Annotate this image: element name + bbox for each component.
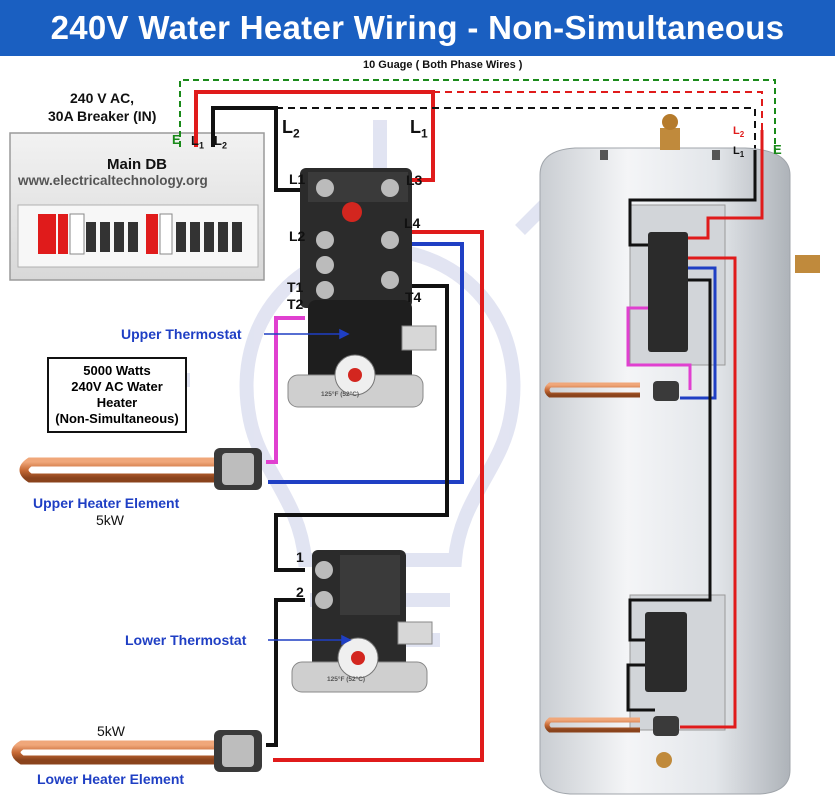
terminal-t2: T2 bbox=[287, 296, 304, 312]
db-terminal-e: E bbox=[172, 132, 181, 147]
wire-label-l1: L1 bbox=[410, 117, 428, 141]
supply-wires bbox=[179, 79, 776, 192]
upper-thermostat bbox=[287, 168, 437, 408]
info-line-2: 240V AC Water bbox=[71, 379, 163, 394]
lower-terminal-2: 2 bbox=[296, 584, 304, 600]
info-line-3: Heater bbox=[96, 395, 138, 410]
page-title: 240V Water Heater Wiring - Non-Simultane… bbox=[50, 9, 785, 46]
terminal-l1: L1 bbox=[289, 171, 306, 187]
info-box: 5000 Watts 240V AC Water Heater (Non-Sim… bbox=[47, 357, 187, 433]
lower-thermostat-label: Lower Thermostat bbox=[125, 632, 247, 648]
db-terminal-l1: L1 bbox=[191, 133, 204, 151]
tank-label-l1: L1 bbox=[733, 145, 745, 160]
breaker-line-1: 240 V AC, bbox=[70, 90, 135, 106]
tank-label-e: E bbox=[773, 142, 782, 157]
terminal-t4: T4 bbox=[405, 289, 422, 305]
upper-thermostat-wires bbox=[266, 230, 484, 762]
upper-element-label: Upper Heater Element bbox=[33, 495, 180, 511]
terminal-l3: L3 bbox=[406, 172, 423, 188]
lower-element-label: Lower Heater Element bbox=[37, 771, 185, 787]
terminal-t1: T1 bbox=[287, 279, 304, 295]
main-db-panel bbox=[9, 132, 265, 281]
tank-label-l2: L2 bbox=[733, 125, 745, 140]
breaker-line-2: 30A Breaker (IN) bbox=[48, 108, 157, 124]
db-terminal-l2: L2 bbox=[214, 133, 227, 151]
lower-element-power: 5kW bbox=[97, 723, 125, 739]
lower-thermostat bbox=[291, 550, 433, 693]
label-pointers bbox=[264, 328, 352, 646]
website-label: www.electricaltechnology.org bbox=[18, 173, 208, 188]
wire-gauge-note: 10 Guage ( Both Phase Wires ) bbox=[363, 59, 523, 71]
terminal-l2: L2 bbox=[289, 228, 306, 244]
main-db-label: Main DB bbox=[107, 156, 167, 173]
lower-thermostat-wires bbox=[266, 598, 305, 747]
lower-terminal-1: 1 bbox=[296, 549, 304, 565]
upper-dial-text: 125°F (52°C) bbox=[321, 391, 360, 398]
upper-heater-element bbox=[19, 448, 262, 490]
tank-wires bbox=[626, 130, 764, 729]
upper-element-power: 5kW bbox=[96, 512, 124, 528]
info-line-1: 5000 Watts bbox=[83, 363, 151, 378]
wire-label-l2: L2 bbox=[282, 117, 300, 141]
info-line-4: (Non-Simultaneous) bbox=[55, 411, 179, 426]
terminal-l4: L4 bbox=[404, 215, 421, 231]
water-heater-tank bbox=[539, 114, 820, 795]
lower-dial-text: 125°F (52°C) bbox=[327, 676, 366, 683]
lower-heater-element bbox=[11, 730, 262, 772]
title-banner: 240V Water Heater Wiring - Non-Simultane… bbox=[0, 0, 835, 56]
upper-thermostat-label: Upper Thermostat bbox=[121, 326, 242, 342]
